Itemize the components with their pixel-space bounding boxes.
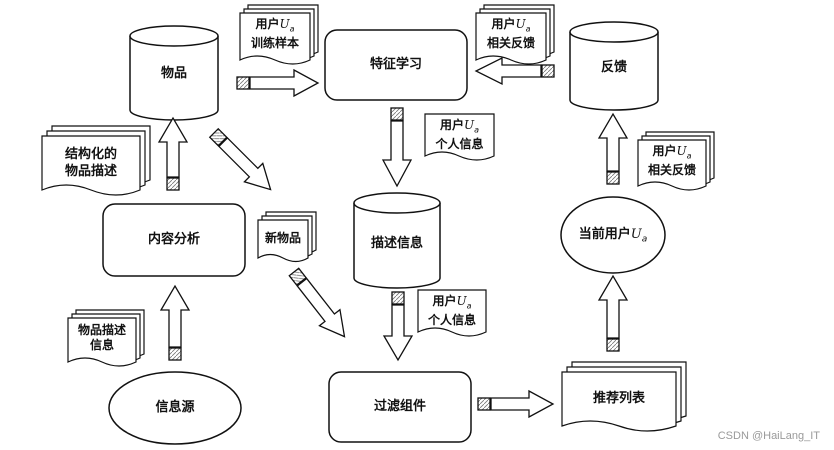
personal-info-mid-text: 个人信息: [427, 313, 476, 328]
structured-desc-label: 结构化的 物品描述: [42, 146, 140, 180]
personal-info-top-user: 用户: [439, 118, 464, 132]
item-desc-line1: 物品描述: [77, 323, 126, 337]
arrow-filter-to-list: [477, 389, 555, 419]
feedback-database: [569, 21, 659, 111]
train-sample-sub: a: [289, 24, 295, 34]
filter-component-box: [328, 371, 472, 443]
train-sample-doc: [239, 4, 319, 65]
structured-desc-line2: 物品描述: [64, 164, 117, 179]
arrow-feedback-to-feature: [474, 56, 555, 86]
feedback-right-label: 用户Ua 相关反馈: [638, 144, 706, 178]
filter-component-label: 过滤组件: [373, 399, 426, 414]
personal-info-mid-user: 用户: [432, 294, 457, 308]
structured-desc-doc: [41, 125, 151, 196]
items-db-label: 物品: [160, 66, 187, 81]
feedback-right-user: 用户: [652, 144, 677, 158]
feedback-doc-top: [475, 4, 555, 65]
content-analysis-label: 内容分析: [147, 232, 200, 247]
new-items-doc: [257, 211, 317, 263]
feedback-top-text: 相关反馈: [486, 36, 535, 51]
personal-info-top-text: 个人信息: [435, 137, 484, 152]
watermark: CSDN @HaiLang_IT: [717, 430, 820, 442]
arrow-items-to-new: [208, 127, 272, 191]
train-sample-user-line: 用户Ua: [255, 17, 295, 34]
items-database: [129, 25, 219, 121]
personal-info-top-user-line: 用户Ua: [439, 118, 480, 135]
arrow-feature-to-description: [381, 107, 413, 188]
feedback-top-user-line: 用户Ua: [491, 17, 531, 34]
personal-info-mid-user-line: 用户Ua: [432, 294, 472, 311]
personal-info-doc-top: [424, 113, 495, 161]
feedback-top-sub: a: [525, 24, 531, 34]
item-desc-doc: [67, 309, 145, 367]
item-desc-line2: 信息: [89, 338, 114, 352]
personal-info-top-label: 用户Ua 个人信息: [425, 118, 494, 152]
recommend-list-label: 推荐列表: [592, 391, 645, 406]
feedback-right-sub: a: [686, 151, 692, 161]
train-sample-label: 用户Ua 训练样本: [240, 17, 310, 51]
train-sample-text: 训练样本: [250, 36, 299, 51]
arrow-items-to-feature: [236, 68, 320, 98]
description-db-label: 描述信息: [370, 236, 423, 251]
arrow-analysis-to-items: [157, 116, 189, 191]
arrow-description-to-filter: [382, 291, 414, 362]
item-desc-label: 物品描述 信息: [68, 323, 136, 353]
info-source-ellipse: [108, 371, 242, 445]
personal-info-mid-sub: a: [466, 301, 472, 311]
structured-desc-line1: 结构化的: [64, 147, 117, 162]
current-user-sub: a: [641, 234, 648, 245]
train-sample-user: 用户: [255, 17, 280, 31]
feedback-top-label: 用户Ua 相关反馈: [476, 17, 546, 51]
info-source-label: 信息源: [155, 400, 195, 415]
personal-info-doc-mid: [417, 289, 487, 337]
feedback-right-user-line: 用户Ua: [652, 144, 692, 161]
current-user-label: 当前用户Ua: [578, 227, 648, 245]
feedback-right-text: 相关反馈: [647, 163, 696, 178]
arrow-new-to-filter: [288, 267, 346, 338]
personal-info-top-sub: a: [474, 125, 480, 135]
recommend-list-doc: [561, 361, 687, 432]
feature-learning-box: [324, 29, 468, 101]
feature-learning-label: 特征学习: [369, 57, 422, 72]
content-analysis-box: [102, 203, 246, 277]
feedback-doc-right: [637, 131, 715, 191]
new-items-label: 新物品: [264, 231, 301, 245]
feedback-db-label: 反馈: [600, 60, 627, 75]
current-user-ellipse: [560, 196, 666, 274]
feedback-top-user: 用户: [491, 17, 516, 31]
arrow-user-to-feedback: [597, 112, 629, 185]
personal-info-mid-label: 用户Ua 个人信息: [418, 294, 486, 328]
current-user-text: 当前用户: [578, 227, 631, 242]
arrow-source-to-analysis: [159, 284, 191, 361]
arrow-list-to-user: [597, 274, 629, 352]
description-database: [353, 192, 441, 289]
